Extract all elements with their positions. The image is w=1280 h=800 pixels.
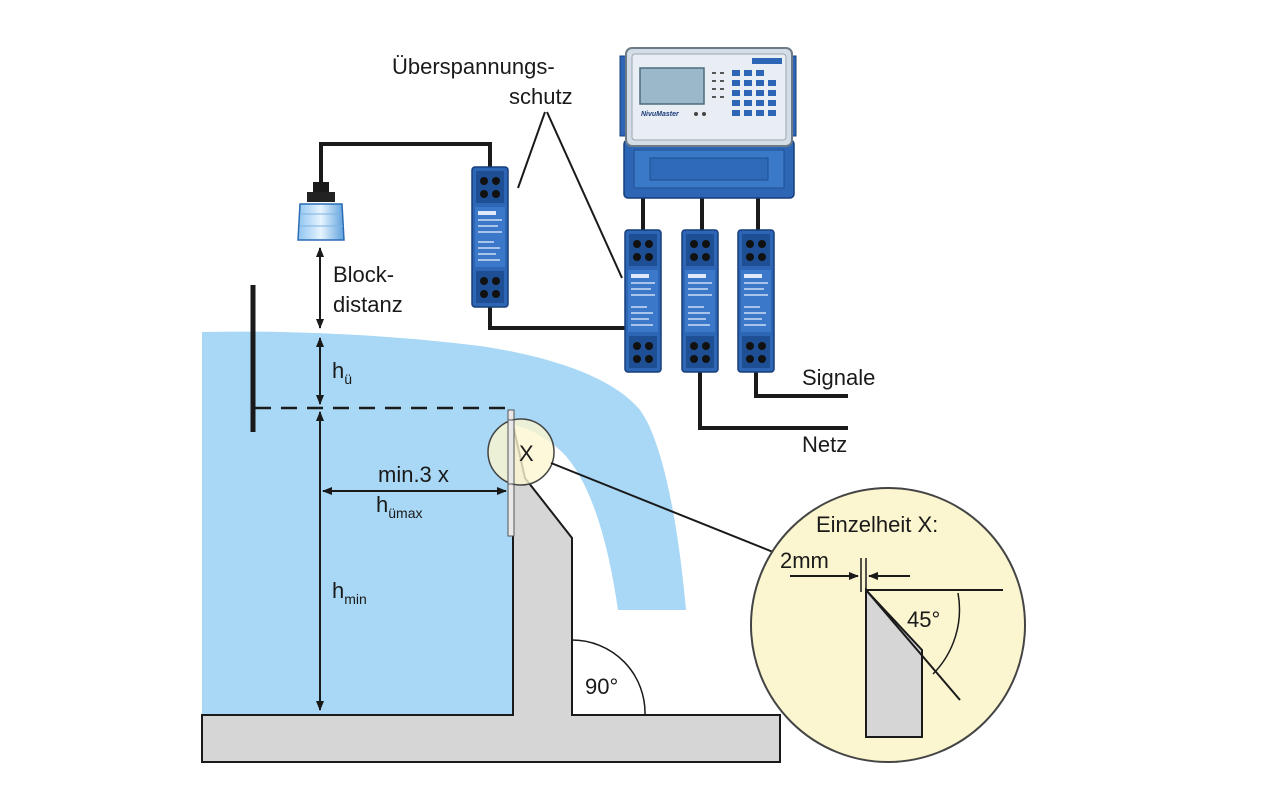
surge-protection-label-1: Überspannungs- — [392, 54, 555, 79]
surge-leader-1 — [517, 111, 546, 189]
angle-90-label: 90° — [585, 674, 618, 699]
sensor-cable — [319, 142, 492, 182]
detail-view — [750, 487, 1026, 763]
block-distance-label-2: distanz — [333, 292, 403, 317]
min-distance-label: min.3 x — [378, 462, 449, 487]
block-distance-label-1: Block- — [333, 262, 394, 287]
h-min-label: hmin — [332, 578, 367, 607]
water-basin — [202, 331, 686, 715]
detail-marker-label: X — [519, 441, 534, 466]
surge-protector-1 — [624, 229, 662, 373]
surge-protection-label-2: schutz — [509, 84, 573, 109]
surge-protector-2 — [681, 229, 719, 373]
signals-cable — [754, 372, 848, 398]
angle-90-arc — [571, 639, 646, 716]
mains-label: Netz — [802, 432, 847, 457]
weir-plate-detail-overlay — [507, 419, 515, 485]
h-u-label: hü — [332, 358, 352, 387]
signals-label: Signale — [802, 365, 875, 390]
controller-unit: NivuMaster — [619, 47, 797, 199]
ultrasonic-sensor — [297, 182, 345, 241]
h-umax-label: hümax — [376, 492, 422, 521]
detail-marker-circle — [487, 418, 555, 486]
surge-protector-sensor — [471, 166, 509, 308]
angle-45-label: 45° — [907, 607, 940, 632]
detail-leader-line — [550, 462, 794, 561]
controller-brand: NivuMaster — [641, 111, 680, 118]
detail-title: Einzelheit X: — [816, 512, 938, 537]
surge-protector-3 — [737, 229, 775, 373]
mains-cable — [698, 372, 848, 430]
dimension-2mm-label: 2mm — [780, 548, 829, 573]
protector-link-cable — [488, 306, 630, 330]
surge-leader-2 — [546, 111, 623, 279]
